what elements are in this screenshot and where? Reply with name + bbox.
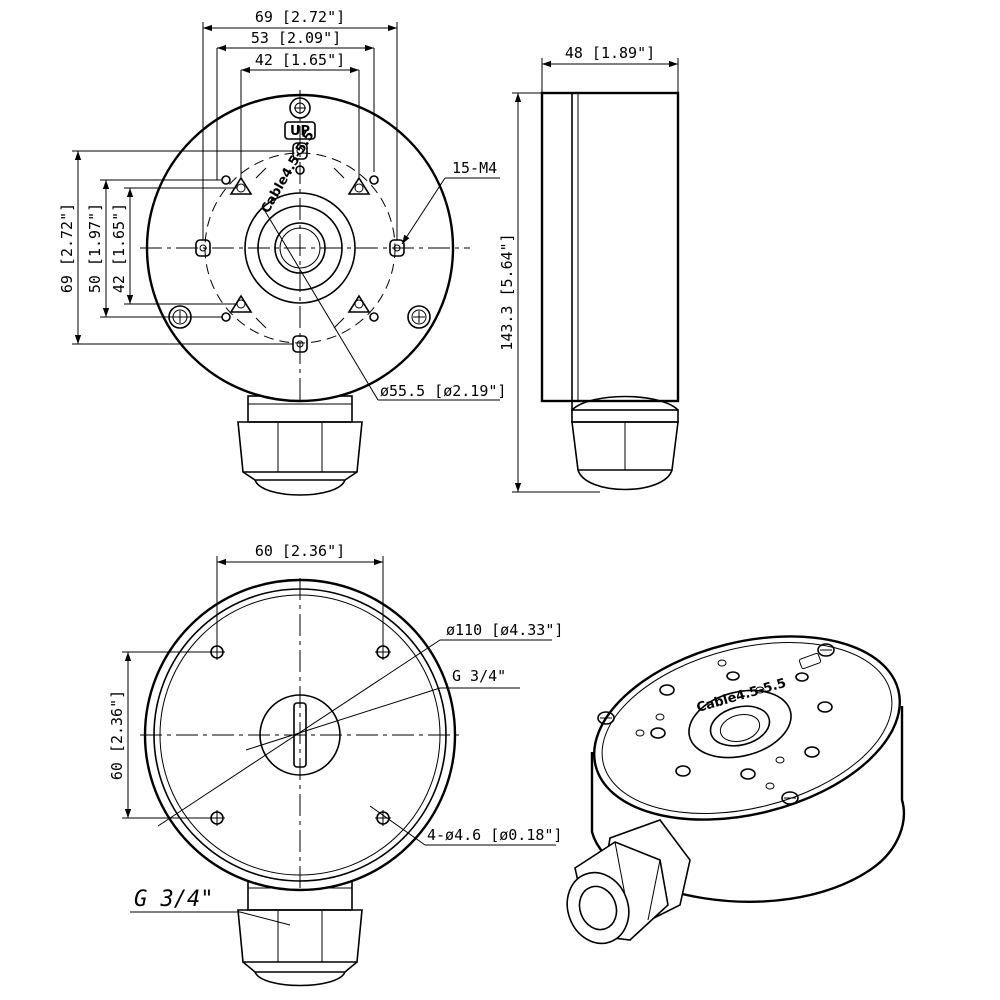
front-markings [255,167,345,329]
front-dim-horizontal: 69 [2.72"] 53 [2.09"] 42 [1.65"] [202,8,398,240]
front-cable-gland [237,395,363,496]
bottom-dim-width-label: 60 [2.36"] [255,542,345,560]
up-badge-text: UP [290,124,310,139]
bottom-diameter-label: ø110 [ø4.33"] [446,621,563,639]
dim-width-mid-label: 53 [2.09"] [251,29,341,47]
side-view: 48 [1.89"] 143.3 [5.64"] [498,44,680,493]
front-screws [168,305,431,329]
diameter-leader: ø55.5 [ø2.19"] [261,205,506,401]
iso-view: Cable4.5-5.5 [566,635,906,945]
front-dim-vertical: 69 [2.72"] 50 [1.97"] 42 [1.65"] [58,150,293,345]
bottom-view: 60 [2.36"] 60 [2.36"] ø110 [ø4.33"] G 3/… [108,542,563,987]
earth-screw-top [289,97,311,119]
thread-label: 15-M4 [452,159,497,177]
iso-hub [688,689,792,759]
front-view: UP [58,8,506,496]
thread-leader: 15-M4 [401,159,500,245]
up-badge [284,121,316,140]
side-cable-gland [571,409,679,491]
dim-height-outer-label: 69 [2.72"] [58,203,76,293]
bottom-thread-label: G 3/4" [452,667,506,685]
iso-cable-gland [566,819,691,945]
bottom-thread-hole [259,694,341,776]
side-dim-height-label: 143.3 [5.64"] [498,233,516,350]
iso-screws [597,643,835,805]
front-diameter-label: ø55.5 [ø2.19"] [380,382,506,400]
side-body [540,91,680,403]
dim-width-inner-label: 42 [1.65"] [255,51,345,69]
bottom-dim-height-label: 60 [2.36"] [108,690,126,780]
dim-height-inner-label: 42 [1.65"] [110,203,128,293]
bottom-holes-label: 4-ø4.6 [ø0.18"] [427,826,562,844]
dim-height-mid-label: 50 [1.97"] [86,203,104,293]
iso-holes [635,659,833,790]
bottom-cable-gland [237,879,363,987]
gland-thread-label: G 3/4" [134,887,213,912]
dim-width-outer-label: 69 [2.72"] [255,8,345,26]
side-dim-depth-label: 48 [1.89"] [565,44,655,62]
iso-top-face [593,635,901,821]
